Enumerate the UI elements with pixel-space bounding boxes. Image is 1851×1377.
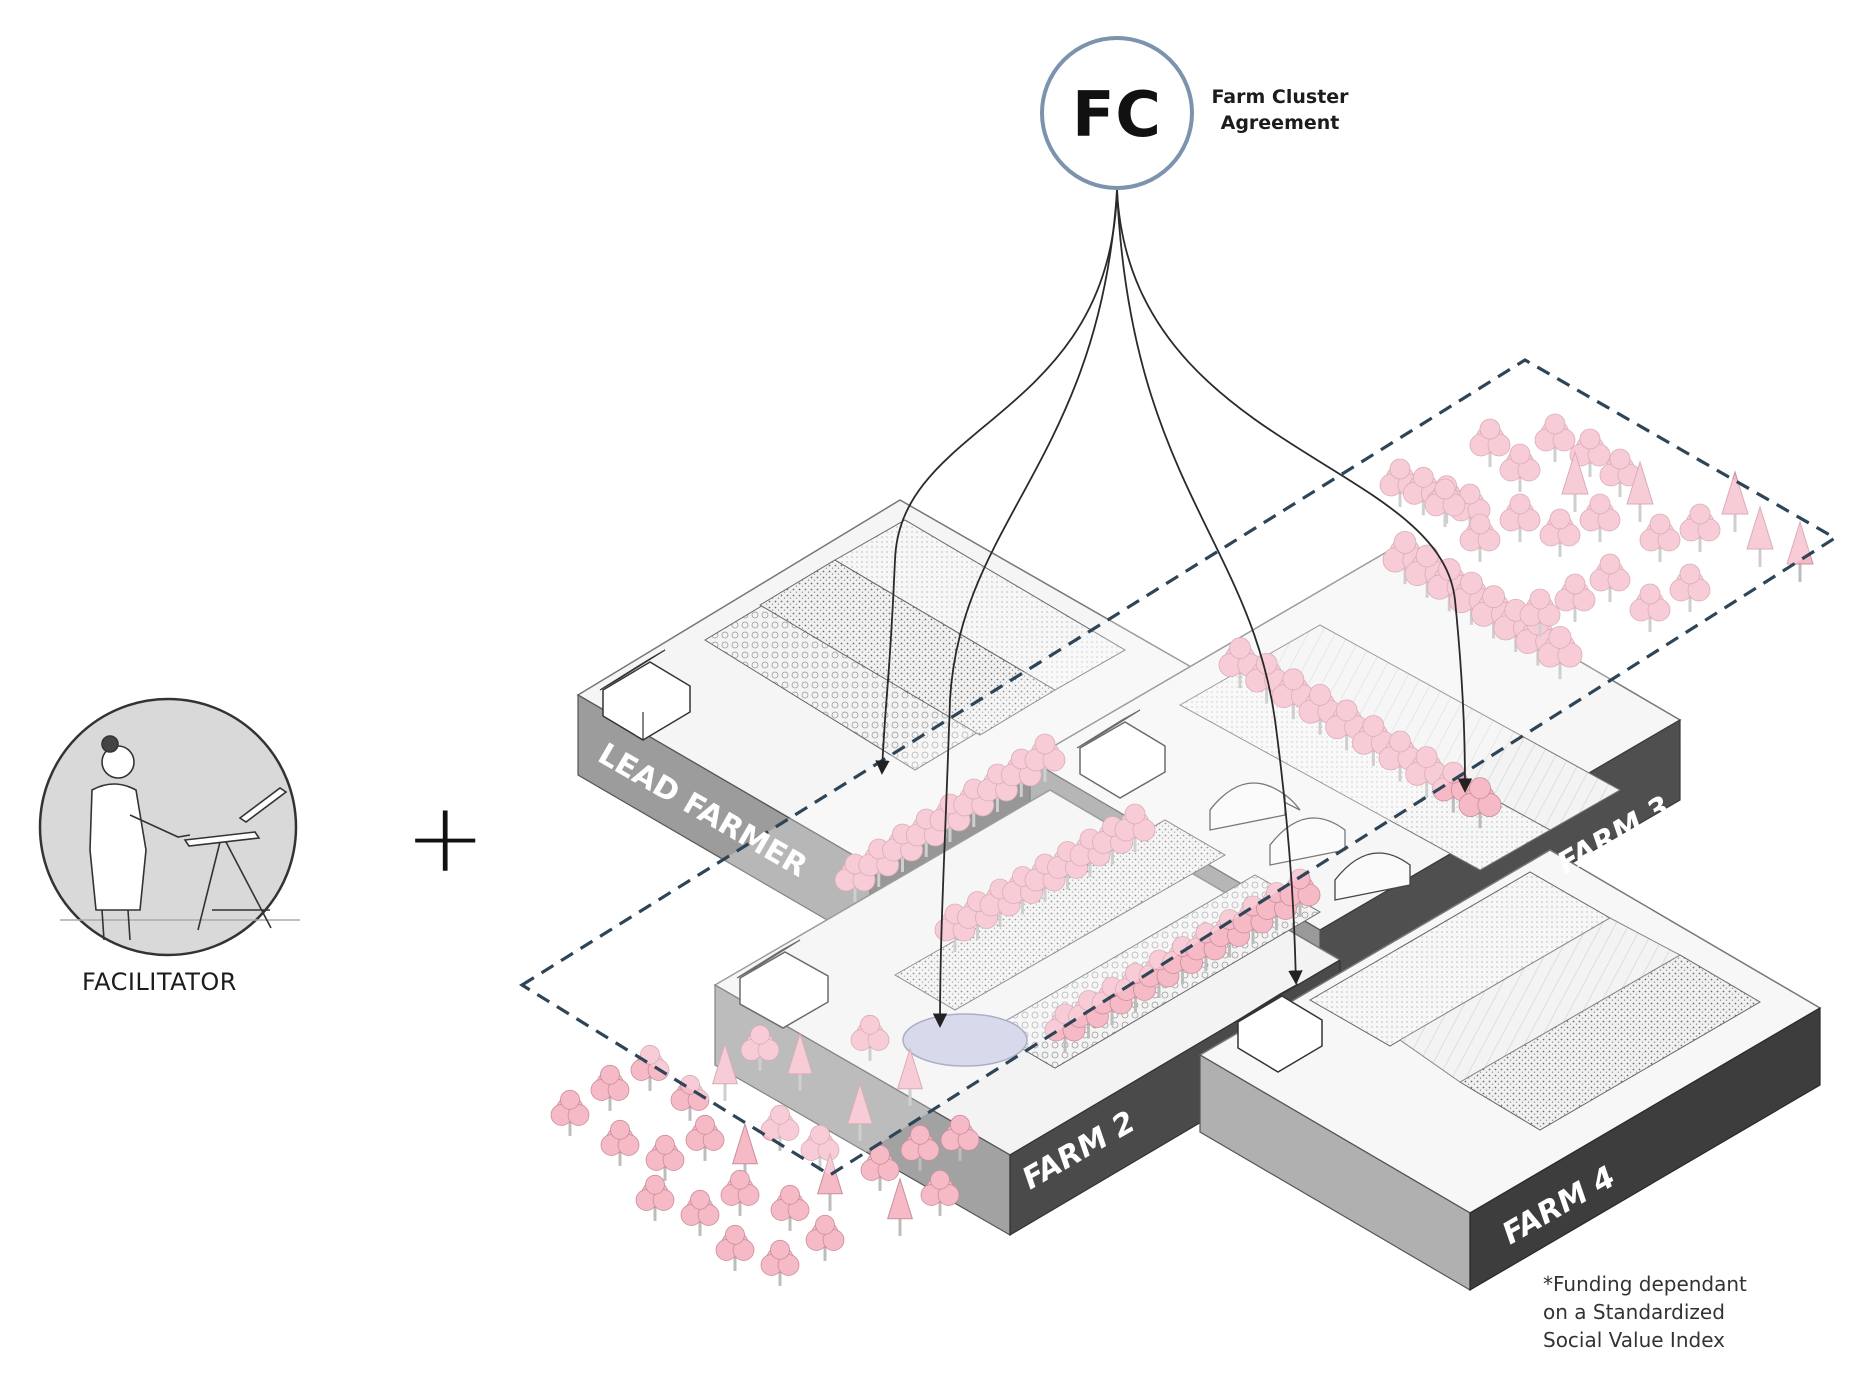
tree-icon xyxy=(886,1177,914,1236)
tree-icon xyxy=(800,1124,840,1171)
tree-icon xyxy=(590,1064,630,1111)
tree-icon xyxy=(635,1174,675,1221)
tree-icon xyxy=(896,1047,924,1106)
tree-icon xyxy=(977,763,1018,812)
tree-icon xyxy=(786,1032,814,1091)
plus-sign: + xyxy=(405,782,486,894)
tree-icon xyxy=(979,878,1021,927)
tree-icon xyxy=(920,1169,960,1216)
tree-icon xyxy=(1209,909,1250,958)
tree-icon xyxy=(740,1024,780,1071)
tree-icon xyxy=(1499,493,1541,542)
tree-icon xyxy=(1537,626,1583,680)
tree-icon xyxy=(900,1124,940,1171)
tree-icon xyxy=(1669,563,1711,612)
tree-icon xyxy=(1786,520,1814,582)
tree-icon xyxy=(1458,777,1502,829)
tree-icon xyxy=(1579,493,1621,542)
link-farm-4 xyxy=(1116,189,1303,985)
barn-farm-2 xyxy=(736,939,829,1029)
tree-icon xyxy=(1561,450,1589,512)
tree-icon xyxy=(1554,573,1596,622)
tree-icon xyxy=(1599,448,1641,497)
tree-icon xyxy=(1459,513,1501,562)
tree-icon xyxy=(1639,513,1681,562)
tree-icon xyxy=(1679,503,1721,552)
tree-icon xyxy=(760,1104,800,1151)
cluster-boundary xyxy=(518,358,1839,1177)
tree-icon xyxy=(850,1014,890,1061)
standing-desk-icon xyxy=(183,787,288,931)
tree-icon xyxy=(805,1214,845,1261)
tree-groups xyxy=(550,413,1814,1286)
tree-icon xyxy=(1746,505,1774,567)
tree-icon xyxy=(1539,508,1581,557)
tree-icon xyxy=(715,1224,755,1271)
tree-icon xyxy=(1424,478,1466,527)
agreement-caption: Farm Cluster Agreement xyxy=(1205,84,1355,136)
barn-farm-4 xyxy=(1234,983,1323,1073)
tree-icon xyxy=(685,1114,725,1161)
tree-icon xyxy=(1024,733,1066,782)
agreement-line-1: Farm Cluster xyxy=(1211,86,1349,108)
tree-icon xyxy=(1471,585,1516,639)
tree-icon xyxy=(630,1044,670,1091)
tree-icon xyxy=(1378,730,1422,782)
tree-icon xyxy=(1499,443,1541,492)
tree-icon xyxy=(1589,553,1631,602)
tree-icon xyxy=(846,1082,874,1141)
agreement-links xyxy=(875,189,1473,1028)
farm-4-parcel xyxy=(1198,849,1822,1292)
tree-icon xyxy=(860,1144,900,1191)
facilitator-portrait xyxy=(38,697,300,957)
barn-center xyxy=(1076,709,1166,799)
tree-icon xyxy=(1519,588,1561,637)
facilitator-label: FACILITATOR xyxy=(82,968,237,996)
tree-icon xyxy=(720,1169,760,1216)
footnote-line-2: on a Standardized xyxy=(1543,1300,1725,1324)
tree-icon xyxy=(711,1042,739,1101)
tree-icon xyxy=(670,1074,710,1121)
person-icon xyxy=(89,735,191,941)
tree-icon xyxy=(1469,418,1511,467)
agreement-line-2: Agreement xyxy=(1220,112,1340,134)
link-farm-3 xyxy=(1116,189,1473,793)
tree-icon xyxy=(550,1089,590,1136)
footnote-line-3: Social Value Index xyxy=(1543,1328,1725,1352)
tree-icon xyxy=(760,1239,800,1286)
tree-icon xyxy=(1629,583,1671,632)
tree-icon xyxy=(645,1134,685,1181)
tree-icon xyxy=(816,1152,844,1211)
tree-icon xyxy=(1114,803,1156,852)
fc-node: FC xyxy=(1040,36,1194,190)
tree-icon xyxy=(1626,460,1654,522)
link-farm-2 xyxy=(932,189,1118,1028)
tree-icon xyxy=(680,1189,720,1236)
tree-icon xyxy=(1279,868,1321,917)
footnote-line-1: *Funding dependant xyxy=(1543,1272,1747,1296)
fc-label: FC xyxy=(1072,78,1162,151)
tree-icon xyxy=(600,1119,640,1166)
tree-icon xyxy=(940,1114,980,1161)
tree-icon xyxy=(1721,470,1749,532)
tree-icon xyxy=(770,1184,810,1231)
funding-footnote: *Funding dependant on a Standardized Soc… xyxy=(1543,1270,1783,1354)
tree-icon xyxy=(1534,413,1576,462)
tree-icon xyxy=(1245,652,1289,704)
tree-icon xyxy=(1218,637,1262,689)
link-lead-farmer xyxy=(875,189,1118,775)
barn-lead xyxy=(599,649,691,741)
